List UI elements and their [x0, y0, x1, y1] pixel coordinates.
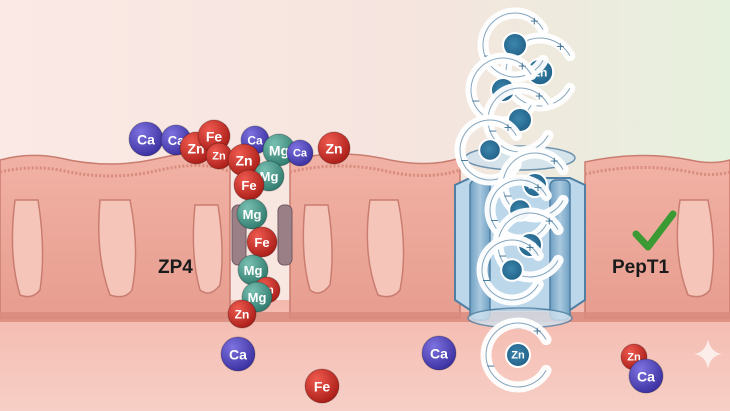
ion-symbol: Mg [244, 263, 263, 278]
ion-sphere [246, 226, 278, 258]
ion-symbol: Ca [229, 347, 247, 363]
ion-symbol: Zn [627, 352, 641, 364]
negative-charge: − [490, 214, 499, 227]
ion-symbol: Zn [235, 308, 250, 322]
positive-charge: + [525, 241, 534, 254]
positive-charge: + [530, 15, 539, 28]
ion-zn-8: Zn [317, 131, 351, 165]
ion-layer: CaCaZnFeZnCaMgCaZnZnMgFeMgFeMgZnMgZnCaCa… [128, 119, 664, 404]
ion-symbol: Fe [254, 235, 269, 250]
ion-symbol: Zn [325, 141, 342, 157]
positive-charge: + [533, 181, 542, 194]
negative-charge: − [471, 95, 480, 108]
ion-sphere [236, 198, 268, 230]
pept1-label: PepT1 [612, 257, 669, 278]
intestinal-epithelium [0, 152, 730, 322]
ion-ca-22: Ca [628, 358, 664, 394]
ion-symbol: Ca [637, 369, 655, 385]
zinc-core [500, 258, 524, 282]
ion-sphere [628, 358, 664, 394]
zinc-chelate-8: +− [476, 234, 544, 306]
ion-symbol: Mg [269, 143, 289, 159]
ion-ca-0: Ca [128, 121, 164, 157]
ion-sphere [286, 139, 314, 167]
negative-charge: − [486, 360, 495, 373]
zinc-chelate-9: Zn + − [480, 317, 552, 393]
peptide-outline [481, 239, 539, 301]
ion-symbol: Ca [430, 346, 448, 362]
zp4-label: ZP4 [158, 257, 193, 278]
zinc-core [478, 138, 502, 162]
negative-charge: − [488, 125, 497, 138]
ion-symbol: Zn [235, 153, 252, 169]
zinc-symbol: Zn [511, 350, 525, 362]
ion-symbol: Fe [314, 379, 331, 395]
positive-charge: + [556, 40, 565, 53]
check-icon [632, 210, 677, 251]
ion-ca-18: Ca [220, 336, 256, 372]
ion-symbol: Fe [241, 178, 256, 193]
positive-charge: + [535, 90, 544, 103]
positive-charge: + [550, 155, 559, 168]
ion-symbol: Ca [137, 132, 155, 148]
negative-charge: − [498, 250, 507, 263]
ion-symbol: Ca [247, 134, 263, 148]
negative-charge: − [482, 274, 491, 287]
positive-charge: + [545, 215, 554, 228]
ion-sphere [421, 335, 457, 371]
positive-charge: + [533, 325, 542, 338]
negative-charge: − [503, 190, 512, 203]
zinc-core [505, 342, 531, 368]
peptide-outline [482, 12, 544, 78]
chelate-layer: Zn+−+−+−+−+−Zn+−+−Zn+−+−Zn+− [454, 7, 576, 393]
sparkle-icon [694, 339, 722, 369]
ion-ca-7: Ca [286, 139, 314, 167]
ion-symbol: Mg [248, 290, 267, 305]
ion-symbol: Mg [260, 169, 279, 184]
ion-sphere [317, 131, 351, 165]
ion-zn-17: Zn [227, 299, 257, 329]
ion-mg-12: Mg [236, 198, 268, 230]
ion-sphere [220, 336, 256, 372]
negative-charge: − [460, 154, 469, 167]
ion-fe-13: Fe [246, 226, 278, 258]
ion-symbol: Ca [293, 148, 308, 160]
positive-charge: + [503, 121, 512, 134]
ion-ca-19: Ca [421, 335, 457, 371]
ion-sphere [227, 299, 257, 329]
ion-fe-11: Fe [233, 169, 265, 201]
ion-symbol: Fe [206, 129, 223, 145]
ion-mg-6: Mg [262, 133, 296, 167]
ion-fe-20: Fe [304, 368, 340, 404]
ion-symbol: Zn [212, 151, 226, 163]
peptide-outline [485, 322, 547, 388]
positive-charge: + [518, 60, 527, 73]
ion-symbol: Zn [187, 141, 204, 157]
ion-zn-9: Zn [227, 143, 261, 177]
ion-sphere [304, 368, 340, 404]
ion-symbol: Mg [243, 207, 262, 222]
